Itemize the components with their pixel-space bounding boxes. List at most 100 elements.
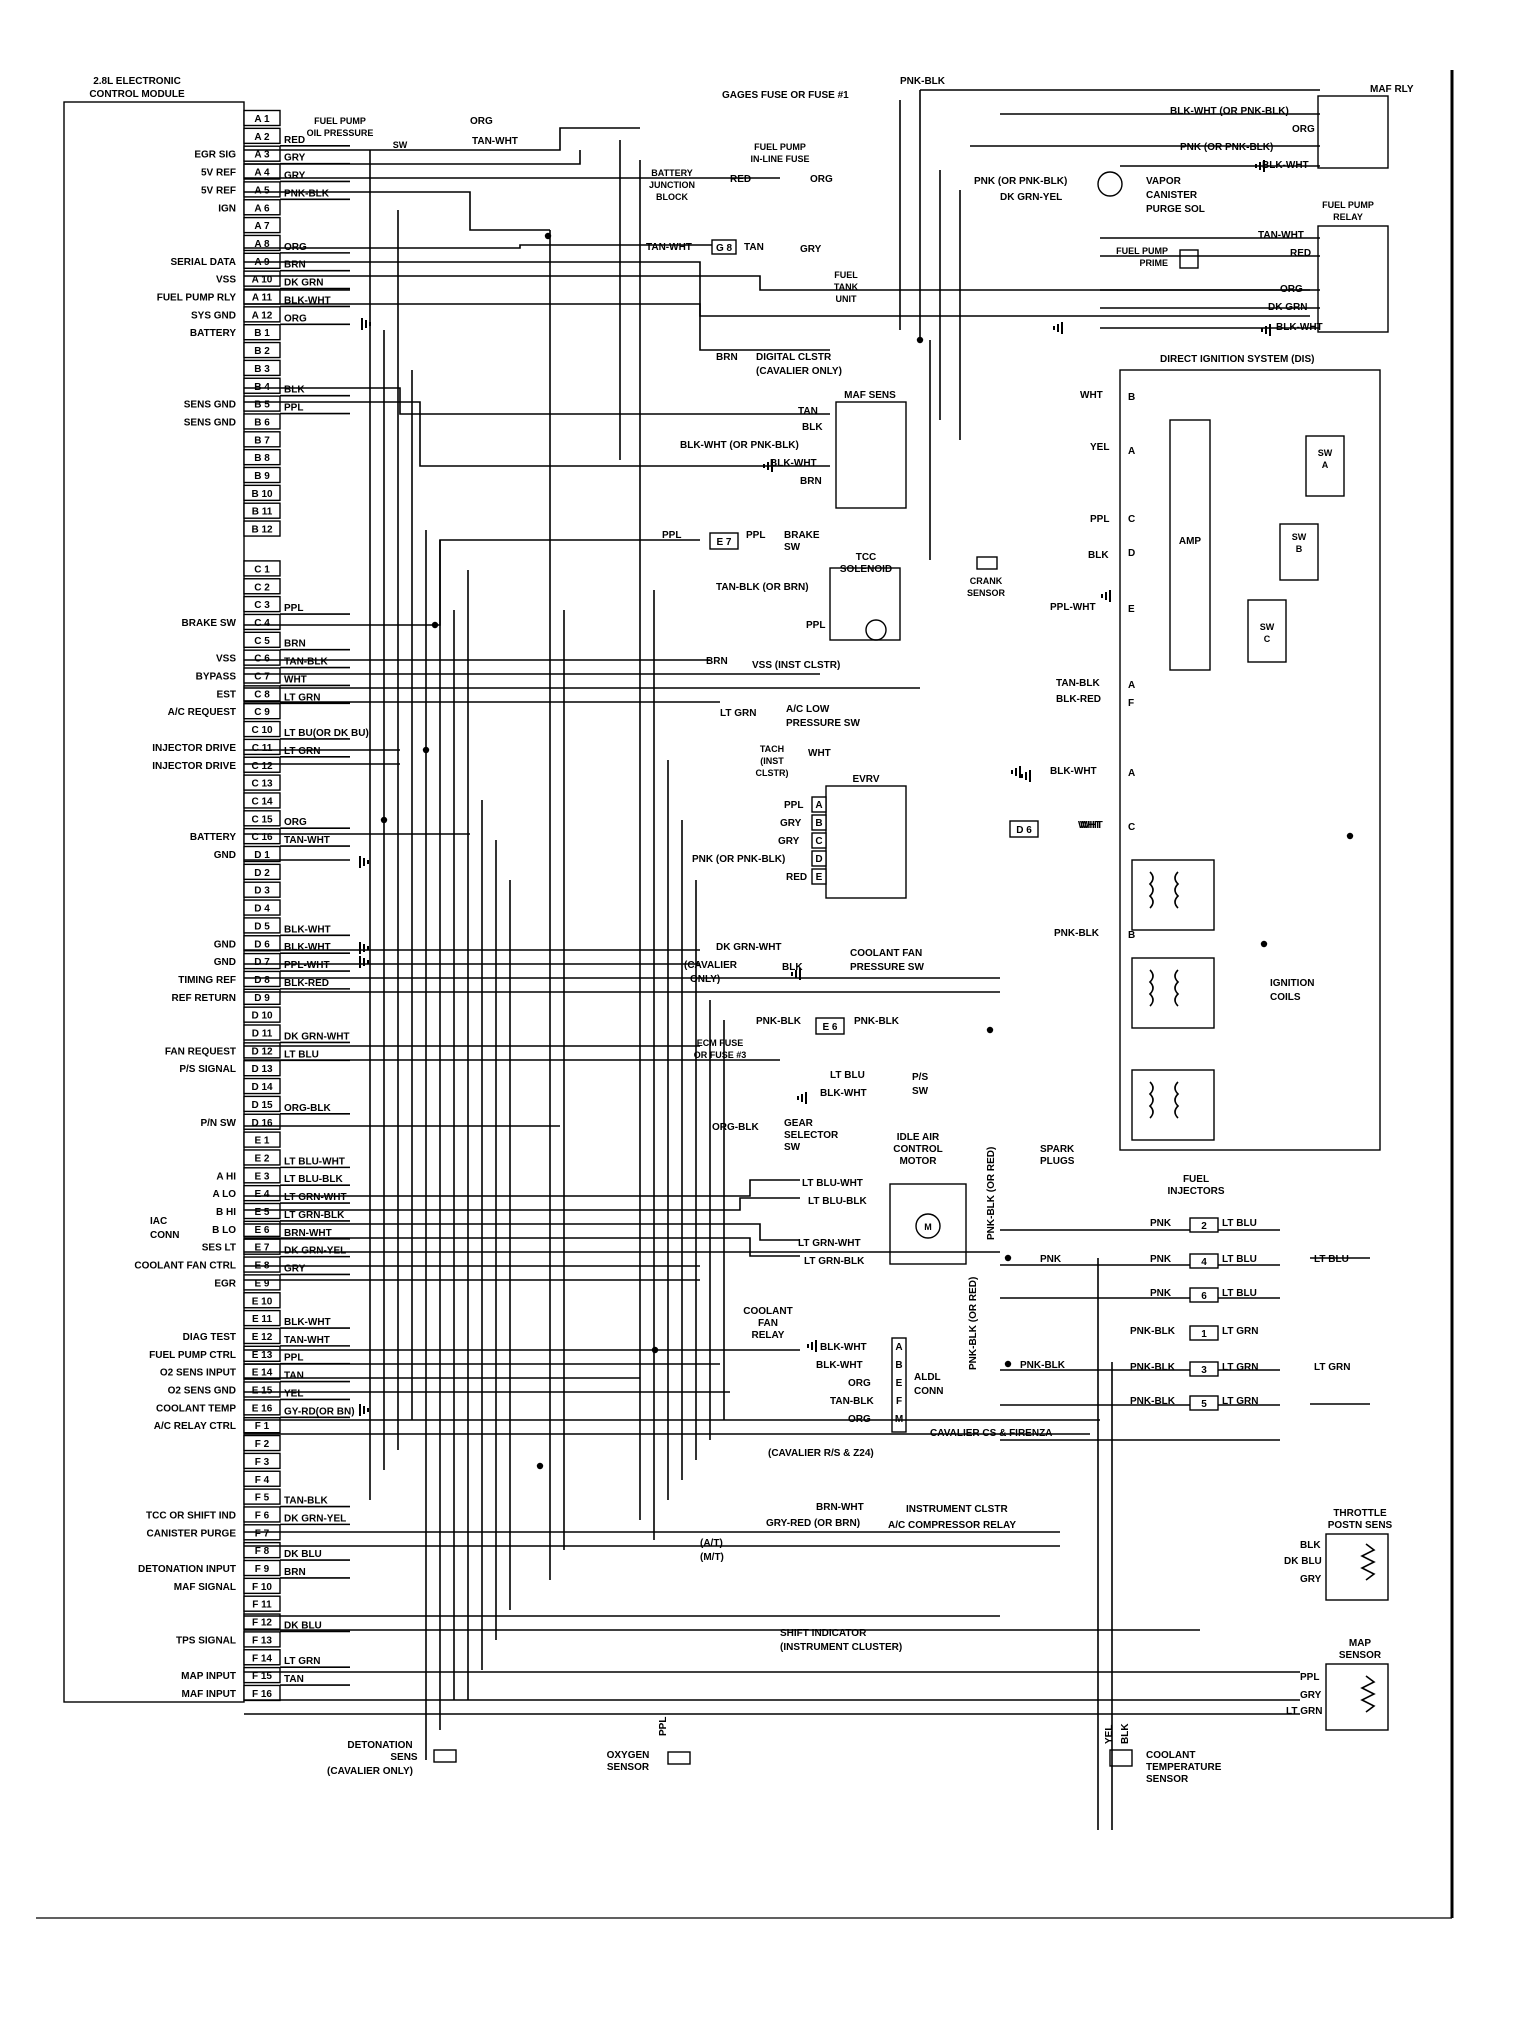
- ecm-pin-function: 5V REF: [201, 185, 236, 196]
- ecm-wire-color: LT BLU-BLK: [284, 1174, 343, 1185]
- ecm-pin-row: F 5: [243, 1488, 281, 1505]
- svg-text:FAN: FAN: [758, 1318, 778, 1329]
- svg-text:FUEL PUMP: FUEL PUMP: [754, 142, 806, 152]
- svg-text:LT BLU: LT BLU: [830, 1070, 865, 1081]
- ecm-wire-color: BLK: [284, 385, 305, 396]
- svg-text:SENSOR: SENSOR: [967, 588, 1006, 598]
- ecm-pin-label: E 3: [254, 1171, 269, 1182]
- svg-text:TAN-WHT: TAN-WHT: [472, 136, 518, 147]
- injector-number: 4: [1201, 1257, 1207, 1268]
- ecm-pin-row: F 8: [243, 1541, 281, 1559]
- ecm-pin-box: [243, 109, 281, 127]
- ecm-pin-label: B 10: [251, 489, 273, 500]
- ecm-pin-box: [243, 1613, 281, 1630]
- ecm-pin-row: A 7: [243, 216, 281, 234]
- ecm-pin-label: E 13: [252, 1350, 273, 1361]
- svg-text:OR FUSE #3: OR FUSE #3: [694, 1050, 747, 1060]
- injector-number: 6: [1201, 1291, 1207, 1302]
- ecm-pin-label: B 2: [254, 346, 270, 357]
- svg-text:BRN: BRN: [716, 352, 738, 363]
- svg-text:PNK-BLK: PNK-BLK: [756, 1016, 802, 1027]
- injector-pin: [1189, 1361, 1219, 1377]
- ecm-wire-color: PPL: [284, 1353, 303, 1364]
- ecm-pin-row: B 4: [243, 377, 281, 394]
- svg-text:COILS: COILS: [1270, 992, 1301, 1003]
- ecm-pin-box: [243, 448, 281, 466]
- svg-text:PPL: PPL: [806, 620, 825, 631]
- ecm-pin-box: [243, 810, 281, 827]
- svg-text:GRY: GRY: [800, 244, 822, 255]
- ecm-pin-function: MAF INPUT: [182, 1689, 236, 1700]
- ecm-pin-label: F 5: [255, 1493, 270, 1504]
- svg-text:LT BLU-BLK: LT BLU-BLK: [808, 1196, 867, 1207]
- svg-text:LT GRN: LT GRN: [1222, 1326, 1258, 1337]
- svg-text:LT GRN: LT GRN: [1314, 1362, 1350, 1373]
- ecm-pin-label: A 1: [254, 114, 270, 125]
- ecm-wire-color: ORG: [284, 817, 307, 828]
- ecm-pin-label: F 4: [255, 1475, 270, 1486]
- svg-text:FUEL PUMP: FUEL PUMP: [1322, 200, 1374, 210]
- svg-text:IGNITION: IGNITION: [1270, 978, 1314, 989]
- ecm-pin-box: [243, 1167, 281, 1184]
- svg-text:CLSTR): CLSTR): [756, 768, 789, 778]
- ecm-pin-row: C 2: [243, 578, 281, 595]
- svg-text:BLK-WHT: BLK-WHT: [820, 1088, 867, 1099]
- ecm-pin-label: F 16: [252, 1689, 272, 1700]
- svg-text:FUEL PUMP: FUEL PUMP: [314, 116, 366, 126]
- svg-text:SHIFT INDICATOR: SHIFT INDICATOR: [780, 1628, 867, 1639]
- ecm-pin-label: D 5: [254, 921, 270, 932]
- ecm-pin-row: D 2: [243, 863, 281, 881]
- svg-text:PNK-BLK: PNK-BLK: [854, 1016, 900, 1027]
- ground-icon: [791, 968, 801, 980]
- svg-text:RED: RED: [1290, 248, 1311, 259]
- ecm-pin-label: C 3: [254, 600, 270, 611]
- svg-text:BLOCK: BLOCK: [656, 192, 688, 202]
- ecm-pin-row: C 3: [243, 595, 281, 613]
- detonation-sensor-plug: [433, 1749, 457, 1763]
- ecm-pin-label: F 7: [255, 1528, 270, 1539]
- ecm-pin-box: [243, 1220, 281, 1238]
- ecm-pin-label: D 12: [251, 1046, 273, 1057]
- ecm-wire-color: LT BLU-WHT: [284, 1156, 345, 1167]
- svg-text:PNK-BLK: PNK-BLK: [1054, 928, 1100, 939]
- ecm-pin-row: E 4A LO: [212, 1184, 281, 1202]
- dis-pin-letter: A: [1128, 680, 1135, 691]
- ecm-pin-box: [243, 1274, 281, 1291]
- svg-text:PNK-BLK (OR RED): PNK-BLK (OR RED): [986, 1147, 997, 1240]
- ground-icon: [1011, 766, 1021, 778]
- dis-pin-letter: F: [1128, 698, 1134, 709]
- ecm-pin-label: E 7: [254, 1243, 269, 1254]
- dis-pin-letter: A: [1128, 446, 1135, 457]
- ecm-pin-row: A 45V REF: [201, 163, 281, 180]
- svg-text:IN-LINE FUSE: IN-LINE FUSE: [750, 154, 809, 164]
- ecm-pin-function: A/C RELAY CTRL: [154, 1421, 236, 1432]
- ground-icon: [1053, 322, 1063, 334]
- ecm-pin-label: F 8: [255, 1546, 270, 1557]
- svg-text:BLK: BLK: [1300, 1540, 1321, 1551]
- svg-text:A: A: [1322, 460, 1329, 470]
- svg-text:UNIT: UNIT: [836, 294, 857, 304]
- ecm-wire-color: TAN-WHT: [284, 1335, 330, 1346]
- svg-text:INSTRUMENT CLSTR: INSTRUMENT CLSTR: [906, 1504, 1008, 1515]
- svg-text:PRIME: PRIME: [1139, 258, 1168, 268]
- ecm-wire-color: BRN: [284, 260, 306, 271]
- ecm-pin-label: C 4: [254, 618, 270, 629]
- ecm-pin-box: [243, 774, 281, 791]
- ecm-pin-row: F 4: [243, 1470, 281, 1487]
- ecm-pin-function: REF RETURN: [172, 993, 236, 1004]
- ecm-pin-label: C 9: [254, 707, 270, 718]
- svg-text:PNK: PNK: [1150, 1288, 1172, 1299]
- ecm-pin-function: B HI: [216, 1207, 236, 1218]
- ecm-pin-row: E 2: [243, 1149, 281, 1166]
- ecm-pin-label: D 7: [254, 957, 270, 968]
- svg-text:LT GRN-BLK: LT GRN-BLK: [804, 1256, 865, 1267]
- ecm-pin-box: [243, 1149, 281, 1166]
- ecm-wire-color: DK GRN-YEL: [284, 1246, 346, 1257]
- ecm-pin-row: C 5: [243, 631, 281, 648]
- ecm-pin-function: SERIAL DATA: [170, 257, 236, 268]
- svg-text:GRY: GRY: [780, 818, 802, 829]
